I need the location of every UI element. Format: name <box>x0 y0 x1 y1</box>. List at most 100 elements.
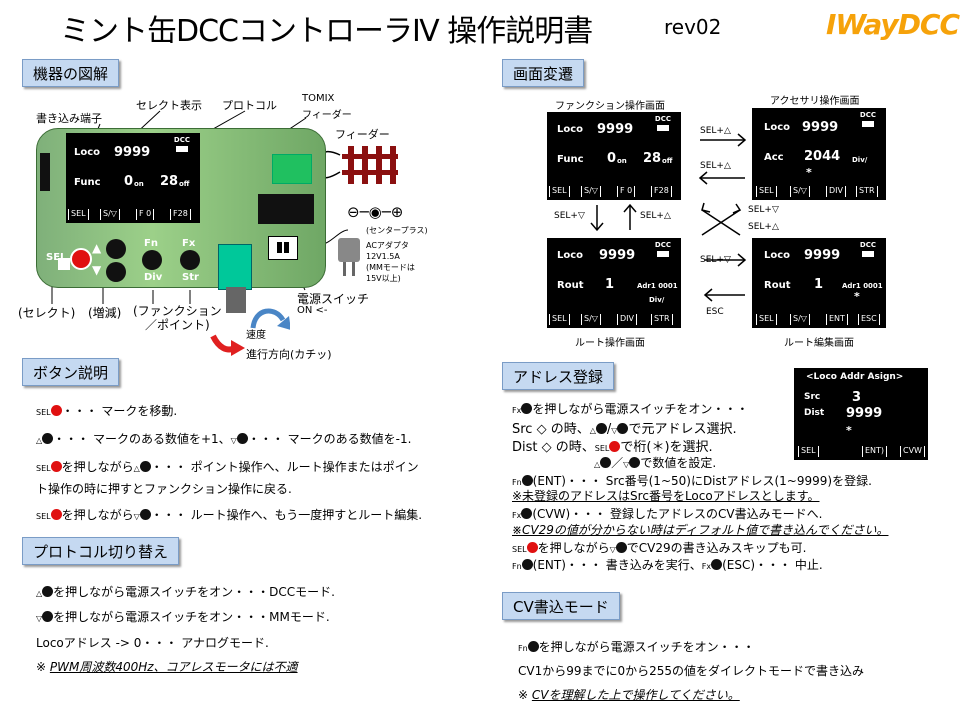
fx-label: Fx <box>182 238 196 249</box>
address-assign-screen: <Loco Addr Asign> Src 3 Dist 9999 * SEL … <box>794 368 928 460</box>
protocol-help-line-3: Locoアドレス -> 0・・・ アナログモード. <box>36 636 269 650</box>
feeder-rail-icon <box>342 146 398 184</box>
fn-button[interactable] <box>142 250 162 270</box>
protocol-help-line-2: ▽を押しながら電源スイッチをオン・・・MMモード. <box>36 610 330 624</box>
black-button-icon <box>42 611 54 622</box>
center-plus-symbol-icon: ⊖─◉─⊕ <box>347 203 404 221</box>
label-tomix: TOMIX <box>302 93 335 104</box>
up-arrow-icon: ▲ <box>92 241 102 255</box>
tomix-connector <box>272 154 312 184</box>
black-button-icon <box>236 433 248 444</box>
arrow-sel-down-2: SEL+▽ <box>748 205 779 215</box>
power-switch[interactable] <box>268 236 298 260</box>
board-screen: DCC Loco 9999 Func 0 on 28 off SEL S/▽ F… <box>66 133 200 223</box>
fn-label: Fn <box>144 238 158 249</box>
dc-jack <box>258 194 314 224</box>
section-cv: CV書込モード <box>502 592 620 620</box>
black-button-icon <box>521 475 533 486</box>
black-button-icon <box>42 586 54 597</box>
button-help-line-4: ト操作の時に押すとファンクション操作に戻る. <box>36 482 292 496</box>
red-button-icon <box>609 441 621 452</box>
black-button-icon <box>595 423 607 434</box>
section-buttons: ボタン説明 <box>22 358 120 386</box>
label-function: (ファンクション ／ポイント) <box>133 304 222 332</box>
address-help-line-7: Fx(CVW)・・・ 登録したアドレスのCV書込みモードへ. <box>512 507 823 521</box>
label-speed: 速度 <box>246 330 266 341</box>
label-power-switch: 電源スイッチ <box>297 292 370 306</box>
fx-button[interactable] <box>180 250 200 270</box>
red-button-icon <box>50 461 62 472</box>
black-button-icon <box>521 508 533 519</box>
label-direction: 進行方向(カチッ) <box>246 348 332 361</box>
label-adapter: ACアダプタ 12V1.5A (MMモードは 15V以上) <box>366 241 415 283</box>
address-help-line-10: Fn(ENT)・・・ 書き込みを実行、Fx(ESC)・・・ 中止. <box>512 558 823 572</box>
red-button-icon <box>50 405 62 416</box>
speed-knob-base <box>218 244 252 290</box>
address-help-line-2: Src ◇ の時、△/▽で元アドレス選択. <box>512 422 737 437</box>
label-select-display: セレクト表示 <box>136 99 202 112</box>
black-button-icon <box>527 641 539 652</box>
title-route-screen: ルート操作画面 <box>575 338 645 349</box>
label-incdec: (増減) <box>88 306 122 320</box>
address-help-line-5: Fn(ENT)・・・ Src番号(1~50)にDistアドレス(1~9999)を… <box>512 474 872 488</box>
arrow-sel-up-4: SEL+△ <box>748 222 779 232</box>
arrow-sel-down-1: SEL+▽ <box>554 211 585 221</box>
protocol-help-line-4: ※ PWM周波数400Hz、コアレスモータには不適 <box>36 660 298 674</box>
route-screen: DCC Loco 9999 Rout 1 Adr1 0001 Div/ SEL … <box>547 238 681 328</box>
red-button-icon <box>50 509 62 520</box>
speed-knob[interactable] <box>226 287 246 313</box>
red-button-icon <box>526 542 538 553</box>
section-screens: 画面変遷 <box>502 59 585 87</box>
sel-label: SEL <box>46 252 67 263</box>
section-address: アドレス登録 <box>502 362 615 390</box>
down-arrow-icon: ▼ <box>92 263 102 277</box>
function-screen: DCC Loco 9999 Func 0 on 28 off SEL S/▽ F… <box>547 112 681 200</box>
title-function-screen: ファンクション操作画面 <box>555 101 665 112</box>
protocol-help-line-1: △を押しながら電源スイッチをオン・・・DCCモード. <box>36 585 335 599</box>
arrow-esc: ESC <box>706 307 724 317</box>
transition-arrows <box>590 133 747 302</box>
black-button-icon <box>139 461 151 472</box>
arrow-sel-up-1: SEL+△ <box>700 126 731 136</box>
black-button-icon <box>139 509 151 520</box>
address-help-line-4: △／▽で数値を設定. <box>594 456 717 470</box>
black-button-icon <box>521 559 533 570</box>
down-button[interactable] <box>106 262 126 282</box>
title-accessory-screen: アクセサリ操作画面 <box>770 96 860 107</box>
title-route-edit-screen: ルート編集画面 <box>784 338 854 349</box>
sel-button[interactable] <box>70 248 92 270</box>
accessory-screen: DCC Loco 9999 Acc 2044 Div/ * SEL S/▽ DI… <box>752 108 886 200</box>
black-button-icon <box>617 423 629 434</box>
ac-adapter-plug-icon <box>338 238 360 262</box>
arrow-sel-down-3: SEL+▽ <box>700 255 731 265</box>
black-button-icon <box>711 559 723 570</box>
address-help-line-8: ※CV29の値が分からない時はディフォルト値で書き込んでください。 <box>512 523 889 537</box>
section-device: 機器の図解 <box>22 59 120 87</box>
button-help-line-2: △・・・ マークのある数値を+1、▽・・・ マークのある数値を-1. <box>36 432 412 446</box>
label-tomix-feeder: フィーダー <box>302 110 352 121</box>
arrow-sel-up-3: SEL+△ <box>640 211 671 221</box>
page-title: ミント缶DCCコントローラⅣ 操作説明書 <box>60 14 593 49</box>
rotation-arrows-icon <box>210 308 290 356</box>
div-label: Div <box>144 272 163 283</box>
label-feeder: フィーダー <box>335 128 390 141</box>
label-on: ON <- <box>297 305 328 316</box>
label-protocol: プロトコル <box>222 99 277 112</box>
black-button-icon <box>629 457 641 468</box>
black-button-icon <box>600 457 612 468</box>
up-button[interactable] <box>106 239 126 259</box>
section-protocol: プロトコル切り替え <box>22 537 180 565</box>
black-button-icon <box>42 433 54 444</box>
write-terminal <box>40 153 50 191</box>
brand-logo: IWayDCC <box>826 8 960 41</box>
button-help-line-1: SEL・・・ マークを移動. <box>36 404 178 418</box>
cv-help-line-3: ※ CVを理解した上で操作してください。 <box>518 688 740 702</box>
label-select: (セレクト) <box>18 306 76 320</box>
route-edit-screen: DCC Loco 9999 Rout 1 Adr1 0001 * SEL S/▽… <box>752 238 886 328</box>
label-write-terminal: 書き込み端子 <box>36 112 102 125</box>
revision: rev02 <box>664 15 722 39</box>
cv-help-line-2: CV1から99までに0から255の値をダイレクトモードで書き込み <box>518 664 865 678</box>
